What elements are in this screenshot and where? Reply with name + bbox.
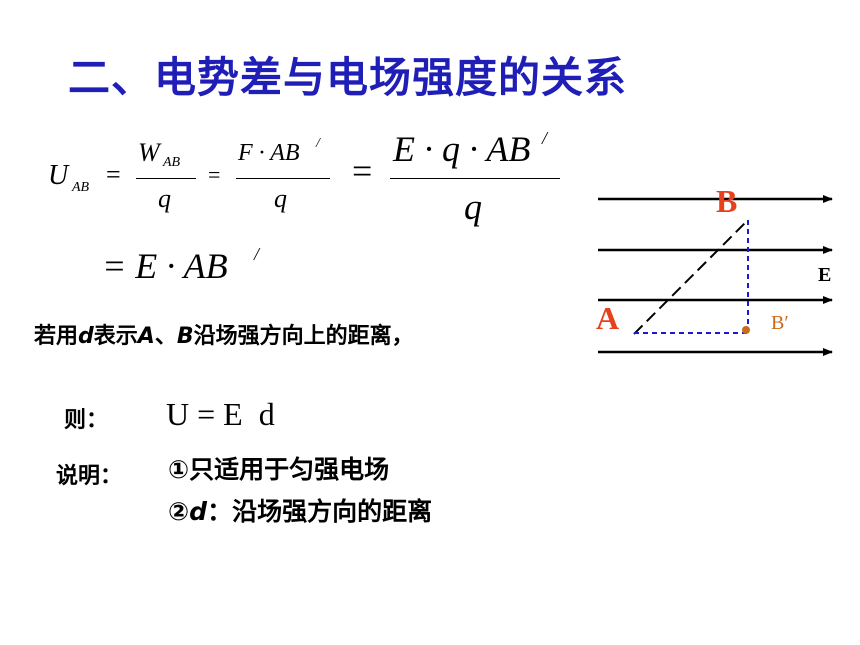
frac1-num-sub: AB — [163, 155, 181, 170]
label-a: A — [596, 300, 620, 336]
frac3-den: q — [464, 187, 482, 227]
note-2-prefix: ② — [168, 497, 190, 526]
label-b: B — [716, 183, 738, 219]
frac2-bar — [236, 178, 330, 179]
note-2-rest: ：沿场强方向的距离 — [207, 497, 433, 526]
formula-line2: = E · AB — [102, 246, 228, 286]
formula-eq-1: = — [106, 160, 121, 189]
formula-eq-3: = — [352, 151, 373, 191]
frac1-den: q — [158, 184, 171, 213]
condition-d: d — [78, 324, 94, 349]
condition-text: 若用d表示A、B沿场强方向上的距离， — [34, 318, 414, 350]
note-2: ②d：沿场强方向的距离 — [168, 492, 432, 528]
page-title: 二、电势差与电场强度的关系 — [68, 53, 628, 102]
frac2-den: q — [274, 184, 287, 213]
condition-post: 沿场强方向上的距离， — [193, 324, 414, 349]
frac1-bar — [136, 178, 196, 179]
label-bprime: B′ — [771, 312, 789, 334]
condition-mid1: 表示 — [93, 324, 138, 349]
frac2-num: F · AB — [238, 140, 300, 166]
note-1: ①只适用于匀强电场 — [168, 455, 390, 484]
condition-pre: 若用 — [34, 324, 79, 349]
formula-eq-2: = — [208, 162, 221, 187]
then-label: 则： — [64, 408, 109, 433]
condition-b: B — [176, 324, 194, 349]
frac2-prime: / — [316, 136, 320, 151]
condition-a: A — [137, 324, 155, 349]
point-bprime — [742, 326, 750, 334]
frac3-bar — [390, 178, 560, 179]
note-label: 说明： — [56, 464, 123, 489]
note-2-d: d — [189, 497, 208, 526]
label-e: E — [818, 264, 832, 286]
formula-line2-prime: / — [254, 244, 260, 264]
then-formula: U = E d — [166, 396, 275, 432]
formula-u-sub: AB — [72, 180, 90, 195]
formula-u: U — [48, 160, 69, 191]
condition-mid2: 、 — [154, 324, 177, 349]
frac3-num: E · q · AB — [393, 129, 531, 169]
frac3-prime: / — [542, 128, 548, 148]
frac1-num-w: W — [138, 138, 160, 167]
segment-ab — [633, 219, 749, 335]
formula-block: U AB = W AB q = F · AB / q = E · q · AB … — [0, 0, 860, 300]
